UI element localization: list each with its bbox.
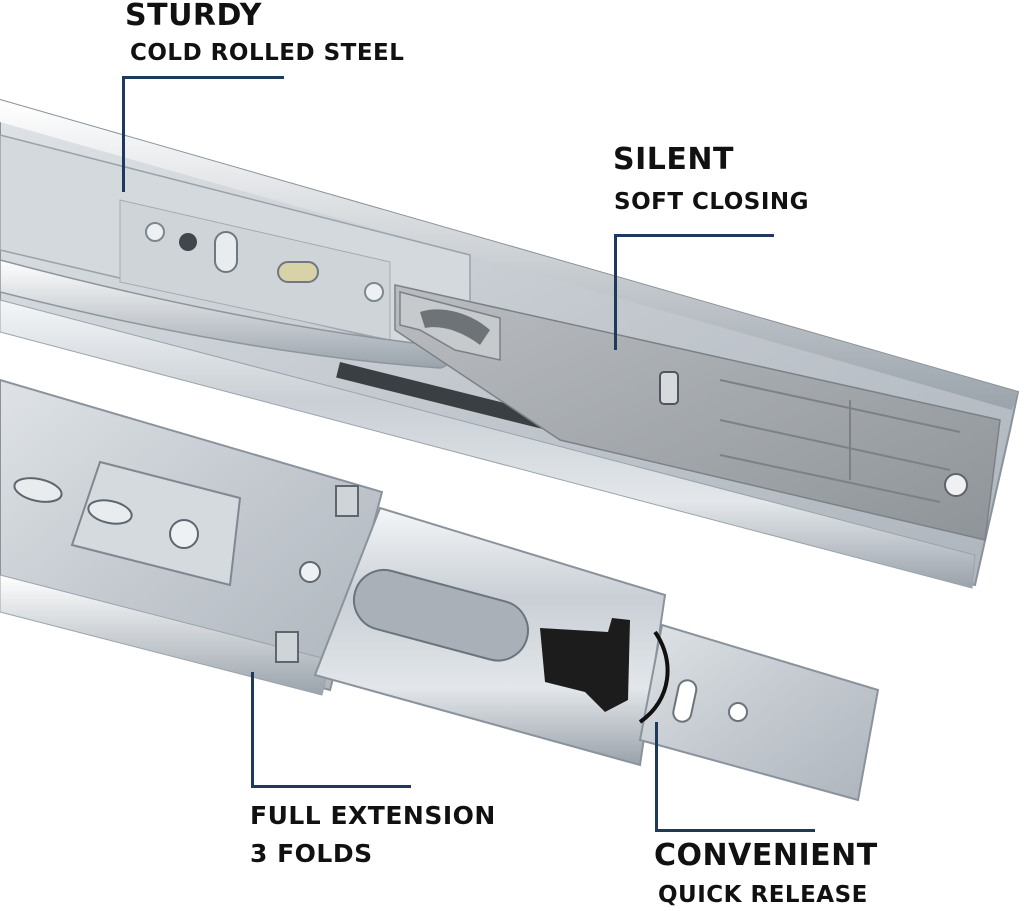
upper-slide bbox=[0, 98, 1020, 589]
convenient-subtitle: QUICK RELEASE bbox=[658, 882, 868, 908]
inner-hole bbox=[728, 702, 748, 722]
lower-hole-2 bbox=[299, 561, 321, 583]
damper-pin bbox=[659, 371, 679, 405]
upper-screw-1 bbox=[145, 222, 165, 242]
lower-hole-1 bbox=[169, 519, 199, 549]
lower-slot-2 bbox=[87, 499, 133, 525]
convenient-leader-vertical bbox=[655, 722, 658, 832]
lower-tab-1 bbox=[335, 485, 359, 517]
upper-hole-1 bbox=[179, 233, 197, 251]
sturdy-leader-horizontal bbox=[122, 76, 284, 79]
full-extension-leader-vertical bbox=[251, 672, 254, 788]
silent-leader-vertical bbox=[614, 234, 617, 350]
damper-ribs bbox=[719, 379, 961, 503]
full-extension-leader-horizontal bbox=[251, 785, 411, 788]
damper-end-hole bbox=[944, 473, 968, 497]
upper-slot-1 bbox=[214, 231, 238, 273]
lower-inner-member bbox=[638, 623, 880, 802]
damper-hook-slot bbox=[420, 309, 490, 345]
sturdy-title: STURDY bbox=[125, 0, 262, 33]
silent-leader-horizontal bbox=[614, 234, 774, 237]
soft-close-damper bbox=[394, 284, 1001, 541]
upper-slot-2 bbox=[277, 261, 319, 283]
upper-screw-2 bbox=[364, 282, 384, 302]
lower-tab-2 bbox=[275, 631, 299, 663]
full-extension-line1: FULL EXTENSION bbox=[250, 801, 496, 830]
quick-release-lever bbox=[540, 618, 670, 724]
middle-long-slot bbox=[352, 568, 529, 662]
upper-top-lip bbox=[0, 100, 1018, 410]
damper-rack bbox=[336, 362, 564, 434]
upper-bottom-lip bbox=[0, 299, 976, 589]
lower-slot-1 bbox=[13, 477, 63, 503]
lower-mount-bracket bbox=[70, 460, 242, 587]
sturdy-leader-vertical bbox=[122, 76, 125, 192]
convenient-title: CONVENIENT bbox=[654, 838, 878, 873]
inner-slot bbox=[672, 679, 698, 723]
lower-outer-lip bbox=[0, 574, 331, 696]
silent-subtitle: SOFT CLOSING bbox=[614, 189, 810, 215]
convenient-leader-horizontal bbox=[655, 829, 815, 832]
full-extension-line2: 3 FOLDS bbox=[250, 839, 373, 868]
lower-slide bbox=[0, 378, 880, 802]
silent-title: SILENT bbox=[613, 142, 734, 177]
sturdy-subtitle: COLD ROLLED STEEL bbox=[130, 40, 405, 66]
